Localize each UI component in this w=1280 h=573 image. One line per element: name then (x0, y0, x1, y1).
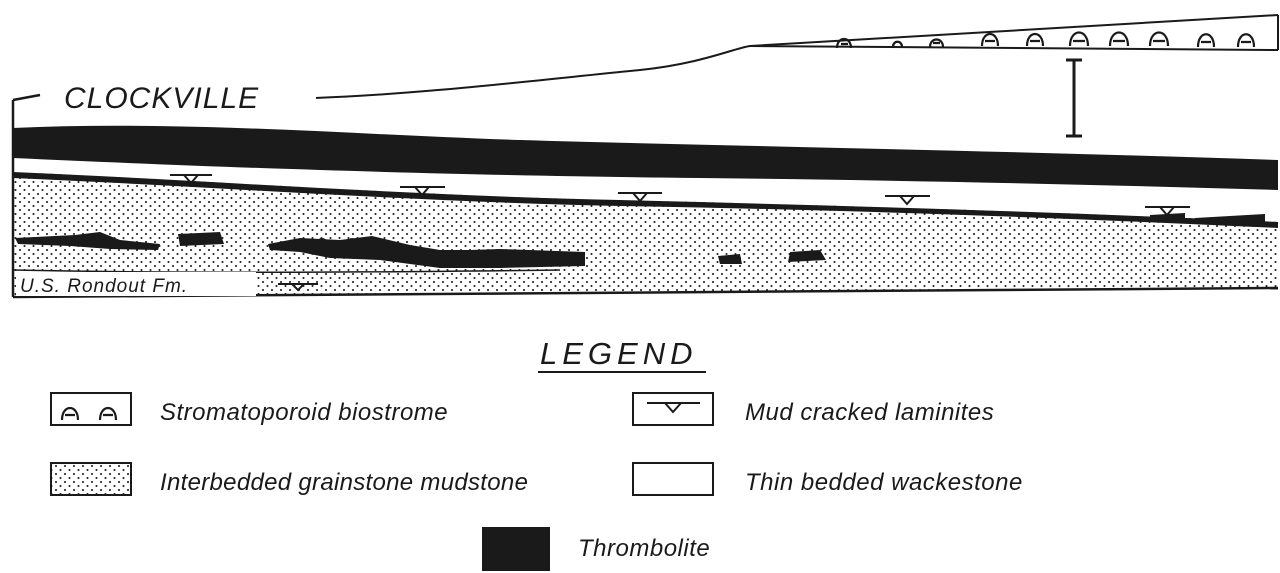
stromatoporoid-symbol (1070, 33, 1088, 47)
legend-title: LEGEND (540, 336, 697, 371)
stromatoporoid-symbol (1027, 34, 1043, 46)
legend: LEGEND Stromatoporoid biostrome Mud crac… (51, 336, 1023, 571)
locality-label: CLOCKVILLE (64, 82, 259, 115)
stromatoporoid-symbol (1238, 34, 1254, 47)
stromatoporoid-symbol (1150, 33, 1168, 47)
biostrome-symbols (837, 33, 1254, 49)
mudcrack-label: Mud cracked laminites (745, 399, 994, 426)
scale-bar (1066, 60, 1082, 136)
section-top-left-tick (13, 95, 40, 100)
legend-item-mudcrack: Mud cracked laminites (633, 393, 994, 426)
legend-item-thrombolite: Thrombolite (482, 527, 710, 571)
thrombolite-band (13, 126, 1278, 190)
legend-item-stromatoporoid: Stromatoporoid biostrome (51, 393, 448, 426)
grainstone-swatch (51, 463, 131, 495)
stromatoporoid-symbol (930, 40, 943, 48)
wackestone-label: Thin bedded wackestone (745, 469, 1023, 496)
legend-item-grainstone: Interbedded grainstone mudstone (51, 463, 528, 496)
wackestone-swatch (633, 463, 713, 495)
stromatoporoid-symbol (982, 34, 998, 46)
legend-item-wackestone: Thin bedded wackestone (633, 463, 1023, 496)
thrombolite-swatch (482, 527, 550, 571)
stromatoporoid-symbol (1110, 33, 1128, 47)
thrombolite-label: Thrombolite (578, 535, 710, 562)
stromatoporoid-swatch (51, 393, 131, 425)
grainstone-label: Interbedded grainstone mudstone (160, 469, 528, 496)
cross-section: CLOCKVILLE U.S. Rondout Fm. (13, 15, 1278, 297)
upper-surface-line (315, 15, 1278, 98)
stromatoporoid-label: Stromatoporoid biostrome (160, 399, 448, 426)
mudcrack-swatch (633, 393, 713, 425)
stromatoporoid-symbol (1198, 34, 1214, 47)
base-unit-label: U.S. Rondout Fm. (20, 276, 188, 297)
